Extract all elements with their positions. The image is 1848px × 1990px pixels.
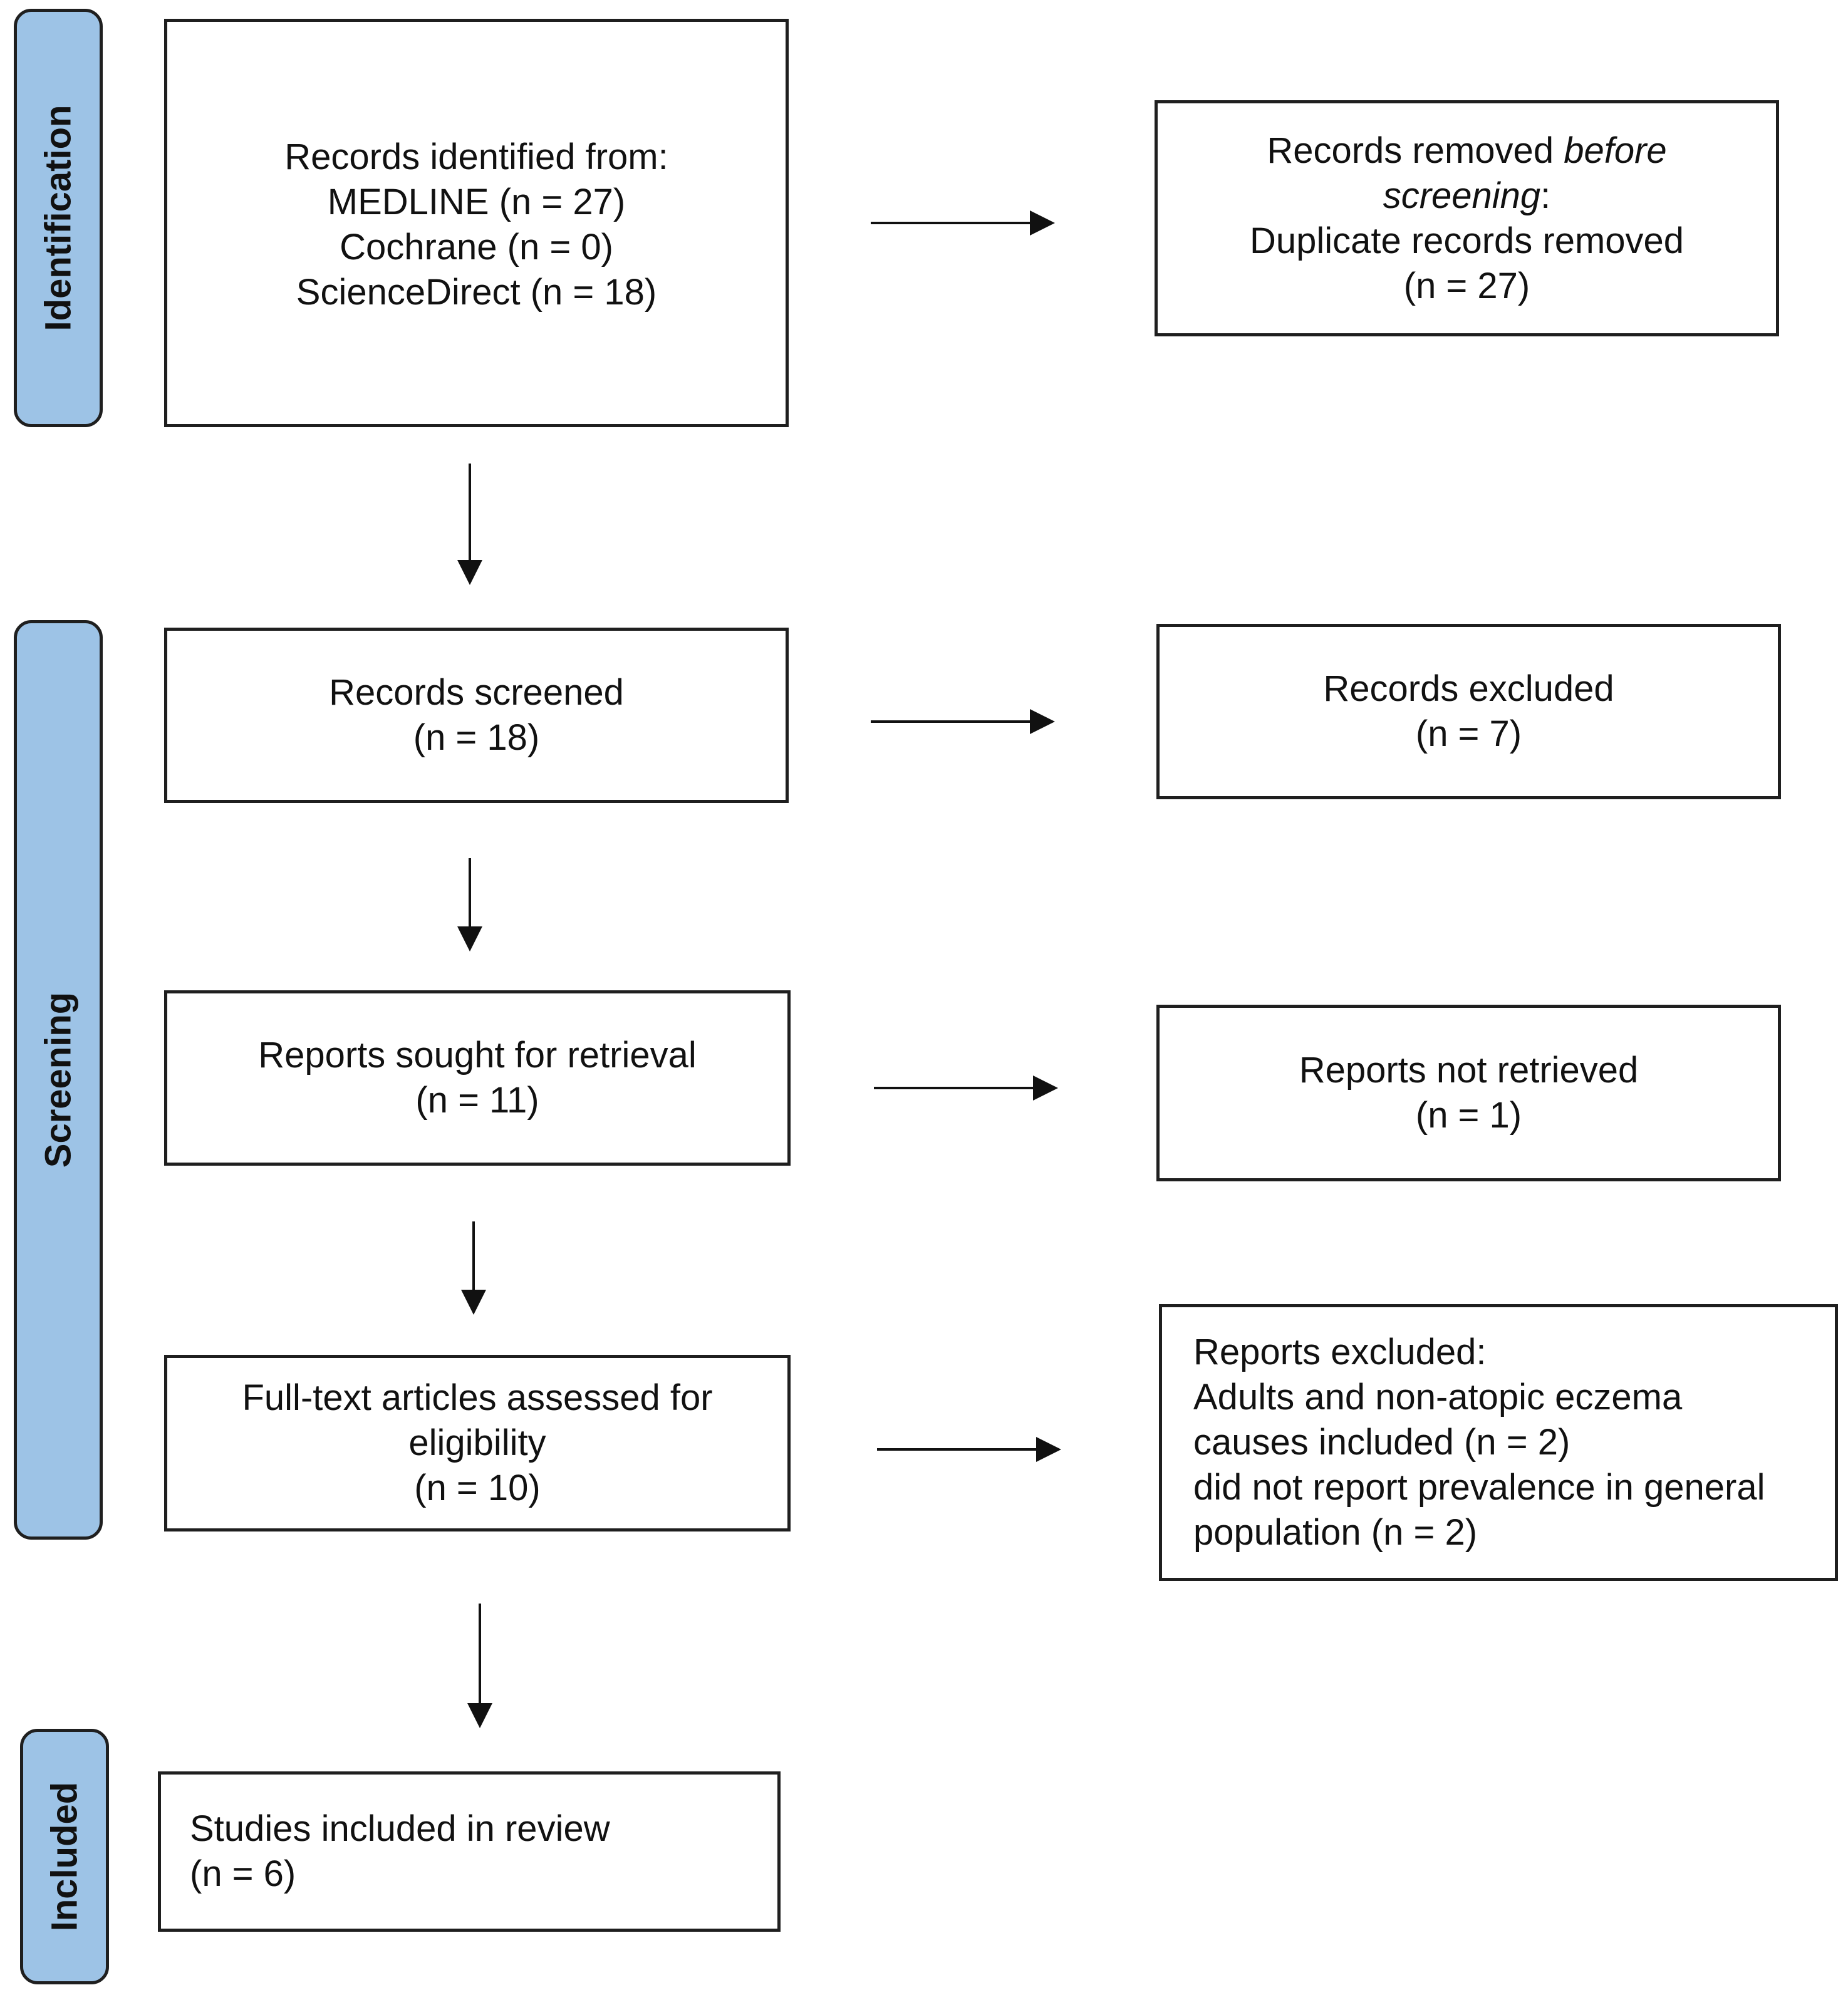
arrowhead-included [467, 1703, 492, 1728]
records-screened-label: Records screened [329, 672, 624, 713]
records-removed-prefix: Records removed [1267, 130, 1564, 171]
arrowhead-assessed [461, 1290, 486, 1315]
records-removed-count: (n = 27) [1403, 265, 1530, 306]
full-text-assessed-line1: Full-text articles assessed for [242, 1377, 713, 1418]
arrowhead-sought [457, 926, 482, 951]
records-identified-box: Records identified from: MEDLINE (n = 27… [164, 19, 789, 427]
records-removed-box: Records removed before screening: Duplic… [1155, 100, 1779, 336]
phase-screening: Screening [14, 620, 103, 1540]
studies-included-count: (n = 6) [190, 1853, 296, 1894]
reports-sought-count: (n = 11) [415, 1080, 539, 1121]
records-excluded-label: Records excluded [1323, 668, 1614, 709]
full-text-assessed-line2: eligibility [408, 1423, 546, 1463]
reports-excluded-heading: Reports excluded: [1193, 1332, 1487, 1372]
arrowhead-removed [1030, 210, 1055, 236]
source-medline: MEDLINE (n = 27) [327, 182, 626, 222]
records-identified-heading: Records identified from: [284, 137, 668, 177]
records-removed-label-line2: screening: [1383, 174, 1551, 219]
reports-not-retrieved-box: Reports not retrieved (n = 1) [1156, 1005, 1781, 1181]
arrowhead-not-retrieved [1033, 1075, 1058, 1101]
reports-not-retrieved-label: Reports not retrieved [1299, 1050, 1639, 1091]
source-cochrane: Cochrane (n = 0) [340, 227, 613, 267]
studies-included-label: Studies included in review [190, 1808, 610, 1849]
records-excluded-count: (n = 7) [1415, 713, 1522, 754]
records-removed-suffix: : [1540, 175, 1551, 216]
records-removed-italic-screening: screening [1383, 175, 1541, 216]
records-screened-count: (n = 18) [413, 717, 540, 758]
exclusion-reason-2-line1: did not report prevalence in general [1193, 1467, 1765, 1508]
records-removed-label-line1: Records removed before [1267, 128, 1666, 174]
records-removed-reason: Duplicate records removed [1249, 220, 1684, 261]
reports-sought-box: Reports sought for retrieval (n = 11) [164, 990, 791, 1166]
arrowhead-reports-excluded [1036, 1437, 1061, 1462]
studies-included-box: Studies included in review (n = 6) [158, 1771, 781, 1932]
reports-sought-label: Reports sought for retrieval [258, 1035, 697, 1075]
exclusion-reason-1-line2: causes included (n = 2) [1193, 1422, 1570, 1463]
full-text-assessed-box: Full-text articles assessed for eligibil… [164, 1355, 791, 1531]
exclusion-reason-2-line2: population (n = 2) [1193, 1512, 1478, 1553]
records-removed-italic-before: before [1564, 130, 1667, 171]
reports-excluded-box: Reports excluded: Adults and non-atopic … [1159, 1304, 1838, 1581]
records-screened-box: Records screened (n = 18) [164, 628, 789, 803]
phase-included: Included [20, 1729, 109, 1984]
phase-identification: Identification [14, 9, 103, 427]
reports-not-retrieved-count: (n = 1) [1415, 1095, 1522, 1136]
source-sciencedirect: ScienceDirect (n = 18) [296, 272, 657, 313]
exclusion-reason-1-line1: Adults and non-atopic eczema [1193, 1377, 1683, 1417]
arrowhead-excluded [1030, 709, 1055, 734]
full-text-assessed-count: (n = 10) [414, 1468, 541, 1508]
records-excluded-box: Records excluded (n = 7) [1156, 624, 1781, 799]
arrowhead-screened [457, 560, 482, 585]
